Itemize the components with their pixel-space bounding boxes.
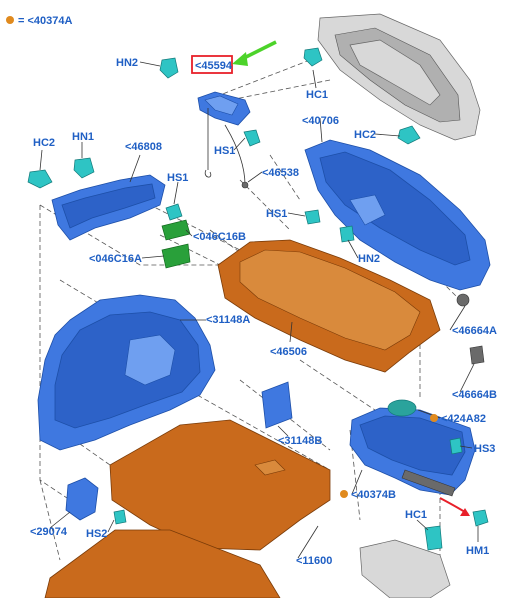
- label-29074[interactable]: <29074: [30, 526, 68, 538]
- side-trim-40706: [304, 139, 491, 291]
- label-hc1-top[interactable]: HC1: [306, 89, 328, 101]
- parcel-shelf-46506: [217, 239, 441, 373]
- label-31148a[interactable]: <31148A: [206, 314, 250, 326]
- bracket-40374b: [349, 407, 476, 497]
- body-section-bottom: [359, 539, 451, 598]
- label-hs2[interactable]: HS2: [86, 528, 107, 540]
- label-45594[interactable]: <45594: [195, 60, 233, 72]
- highlight-box: [191, 55, 233, 74]
- legend-marker: [6, 16, 14, 24]
- marker-424a82: [430, 414, 438, 422]
- label-hs1-small[interactable]: HS1: [167, 172, 188, 184]
- highlight-arrowhead: [232, 52, 248, 66]
- rear-panel-top: [317, 13, 481, 141]
- label-hc1-bottom[interactable]: HC1: [405, 509, 427, 521]
- label-hs3[interactable]: HS3: [474, 443, 495, 455]
- label-hn1[interactable]: HN1: [72, 131, 94, 143]
- quarter-trim-31148a: [37, 294, 216, 451]
- label-hc2-left[interactable]: HC2: [33, 137, 55, 149]
- floor-covering-11600: [44, 419, 331, 598]
- bracket-46808: [51, 174, 166, 241]
- direction-arrowhead: [460, 508, 470, 516]
- label-11600[interactable]: <11600: [296, 555, 332, 567]
- leader-lines: [39, 61, 479, 559]
- label-40374b[interactable]: <40374B: [351, 489, 396, 501]
- label-46664b[interactable]: <46664B: [452, 389, 497, 401]
- label-hs1-mid[interactable]: HS1: [214, 145, 235, 157]
- part-45594: [197, 91, 251, 178]
- label-hs1-right[interactable]: HS1: [266, 208, 287, 220]
- label-424a82[interactable]: <424A82: [441, 413, 486, 425]
- label-hn2-right[interactable]: HN2: [358, 253, 380, 265]
- label-31148b[interactable]: <31148B: [278, 435, 322, 447]
- label-hm1[interactable]: HM1: [466, 545, 489, 557]
- label-40706[interactable]: <40706: [302, 115, 339, 127]
- cable-46538: [224, 124, 249, 189]
- label-46538[interactable]: <46538: [262, 167, 299, 179]
- legend-text: = <40374A: [18, 15, 72, 27]
- label-046c16a[interactable]: <046C16A: [89, 253, 142, 265]
- labels: HN2 <45594 HC1 <40706 HC2 HC2 HN1 <46808…: [30, 57, 497, 567]
- label-046c16b[interactable]: <046C16B: [193, 231, 246, 243]
- marker-40374b: [340, 490, 348, 498]
- pad-424a82: [387, 399, 417, 417]
- label-hn2-top[interactable]: HN2: [116, 57, 138, 69]
- label-46664a[interactable]: <46664A: [452, 325, 497, 337]
- label-46808[interactable]: <46808: [125, 141, 162, 153]
- part-29074: [65, 477, 99, 521]
- label-hc2-right[interactable]: HC2: [354, 129, 376, 141]
- label-46506[interactable]: <46506: [270, 346, 307, 358]
- fasteners: [27, 47, 489, 551]
- panel-31148b: [261, 381, 293, 429]
